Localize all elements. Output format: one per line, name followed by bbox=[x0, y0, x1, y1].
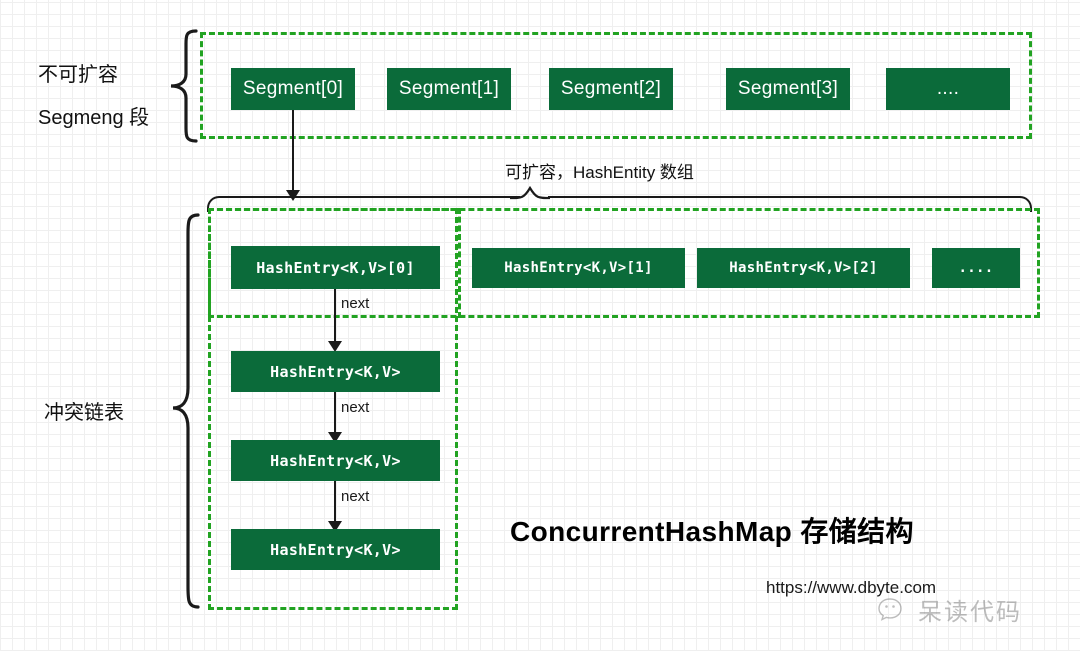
chain-arrowhead-3 bbox=[328, 521, 342, 532]
segment-section-label-line2: Segmeng 段 bbox=[38, 107, 150, 129]
chain-connector-line-3 bbox=[334, 481, 336, 529]
hashentry-array-box-0[interactable]: HashEntry<K,V>[0] bbox=[231, 246, 440, 289]
chain-arrowhead-1 bbox=[328, 341, 342, 352]
chain-box-0[interactable]: HashEntry<K,V> bbox=[231, 351, 440, 392]
chain-arrowhead-2 bbox=[328, 432, 342, 443]
chain-section-label: 冲突链表 bbox=[44, 402, 124, 424]
segment-section-label-line1: 不可扩容 bbox=[38, 64, 118, 86]
chain-arrow-label-1: next bbox=[341, 295, 370, 312]
source-url: https://www.dbyte.com bbox=[766, 578, 937, 597]
array-brace-center-tick bbox=[510, 186, 550, 200]
chain-arrow-label-3: next bbox=[341, 488, 370, 505]
segment-section-brace bbox=[170, 29, 198, 143]
wechat-icon bbox=[878, 597, 902, 621]
segment-to-array-connector-line bbox=[292, 110, 294, 194]
segment-box-0[interactable]: Segment[0] bbox=[231, 68, 355, 110]
hashentry-array-cell-divider bbox=[458, 208, 461, 318]
watermark: 呆读代码 bbox=[878, 592, 1022, 627]
chain-connector-line-2 bbox=[334, 392, 336, 440]
array-brace-right-span bbox=[548, 196, 1020, 198]
segment-box-1[interactable]: Segment[1] bbox=[387, 68, 511, 110]
segment-to-array-arrowhead bbox=[286, 190, 300, 201]
segment-box-2[interactable]: Segment[2] bbox=[549, 68, 673, 110]
chain-section-brace bbox=[172, 213, 200, 609]
segment-box-ellipsis[interactable]: .... bbox=[886, 68, 1010, 110]
segment-array-dashed-container bbox=[200, 32, 1032, 139]
chain-box-2[interactable]: HashEntry<K,V> bbox=[231, 529, 440, 570]
hashentry-array-box-ellipsis[interactable]: .... bbox=[932, 248, 1020, 288]
chain-connector-line-1 bbox=[334, 289, 336, 347]
array-brace-left-span bbox=[220, 196, 520, 198]
array-brace-left-elbow bbox=[207, 196, 221, 212]
segment-box-3[interactable]: Segment[3] bbox=[726, 68, 850, 110]
hashentry-array-box-1[interactable]: HashEntry<K,V>[1] bbox=[472, 248, 685, 288]
chain-dashed-container bbox=[208, 208, 458, 610]
hashentry-array-box-2[interactable]: HashEntry<K,V>[2] bbox=[697, 248, 910, 288]
chain-box-1[interactable]: HashEntry<K,V> bbox=[231, 440, 440, 481]
diagram-title: ConcurrentHashMap 存储结构 bbox=[510, 516, 914, 547]
chain-arrow-label-2: next bbox=[341, 399, 370, 416]
array-brace-right-elbow bbox=[1018, 196, 1032, 212]
watermark-text: 呆读代码 bbox=[918, 599, 1022, 626]
array-section-label: 可扩容，HashEntity 数组 bbox=[505, 163, 694, 182]
